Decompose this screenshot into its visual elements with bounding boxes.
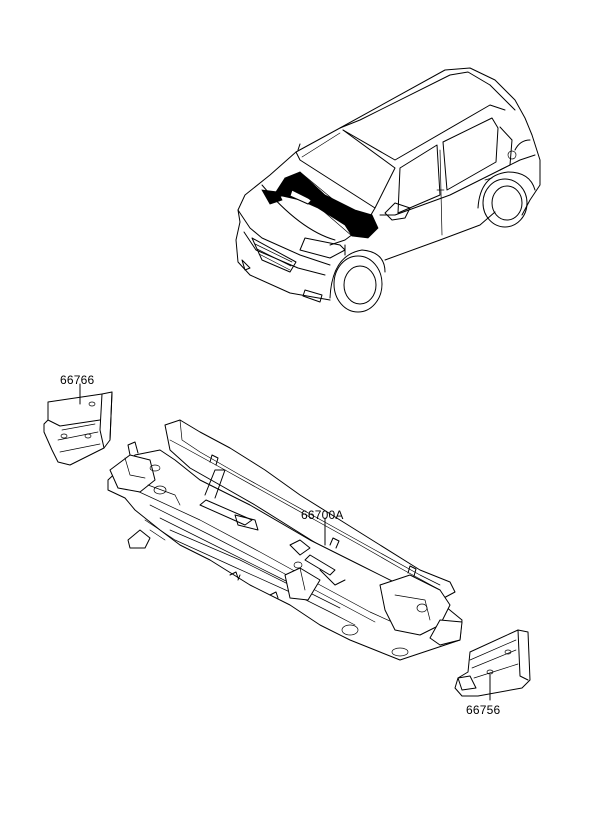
part-66756-bracket [454,629,531,701]
part-number-label-66700A: 66700A [301,508,344,522]
part-number-label-66756: 66756 [466,703,501,717]
part-66700A-cowl-panel [107,419,463,661]
vehicle-illustration [235,67,541,313]
part-66766-bracket [43,383,113,466]
part-number-label-66766: 66766 [60,373,95,387]
